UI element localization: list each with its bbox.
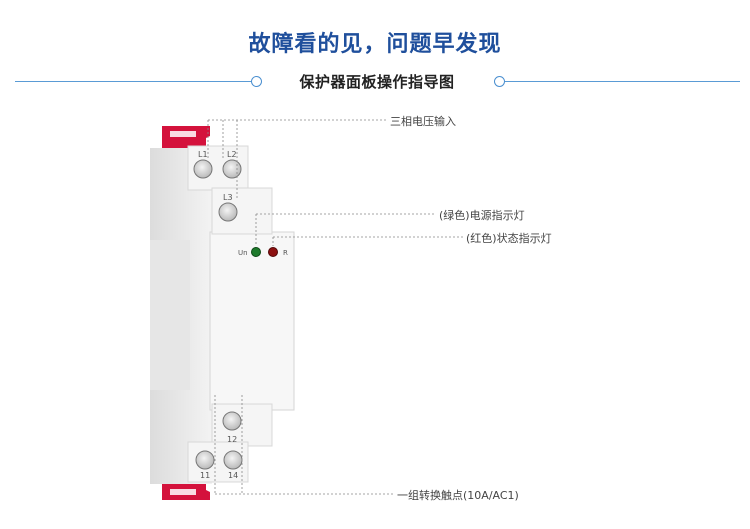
status-indicator-label: R bbox=[283, 249, 288, 257]
terminal-12-screw bbox=[222, 411, 242, 431]
terminal-11-label: 11 bbox=[200, 471, 210, 480]
din-clip-top-slot bbox=[170, 131, 196, 137]
terminal-l1-label: L1 bbox=[198, 150, 208, 159]
terminal-l3-screw bbox=[218, 202, 238, 222]
circle-ornament-right bbox=[494, 76, 505, 87]
terminal-12-label: 12 bbox=[227, 435, 237, 444]
terminal-11-screw bbox=[195, 450, 215, 470]
callout-power-light: (绿色)电源指示灯 bbox=[439, 209, 525, 222]
subtitle-bar: 保护器面板操作指导图 bbox=[0, 70, 750, 92]
terminal-l2-screw bbox=[222, 159, 242, 179]
power-led-icon bbox=[251, 247, 261, 257]
callout-contact: 一组转换触点(10A/AC1) bbox=[397, 489, 519, 502]
terminal-14-screw bbox=[223, 450, 243, 470]
status-led-icon bbox=[268, 247, 278, 257]
housing-step bbox=[150, 240, 190, 390]
power-indicator-label: Un bbox=[238, 249, 248, 257]
housing-front bbox=[209, 231, 295, 411]
callout-three-phase-input: 三相电压输入 bbox=[390, 115, 456, 128]
circle-ornament-left bbox=[251, 76, 262, 87]
divider-line-left bbox=[15, 81, 252, 82]
headline: 故障看的见，问题早发现 bbox=[248, 32, 502, 57]
terminal-l1-screw bbox=[193, 159, 213, 179]
divider-line-right bbox=[505, 81, 740, 82]
subtitle: 保护器面板操作指导图 bbox=[299, 73, 455, 91]
din-clip-bottom-slot bbox=[170, 489, 196, 495]
terminal-l3-label: L3 bbox=[223, 193, 233, 202]
callout-status-light: (红色)状态指示灯 bbox=[466, 232, 552, 245]
terminal-14-label: 14 bbox=[228, 471, 238, 480]
terminal-l2-label: L2 bbox=[227, 150, 237, 159]
